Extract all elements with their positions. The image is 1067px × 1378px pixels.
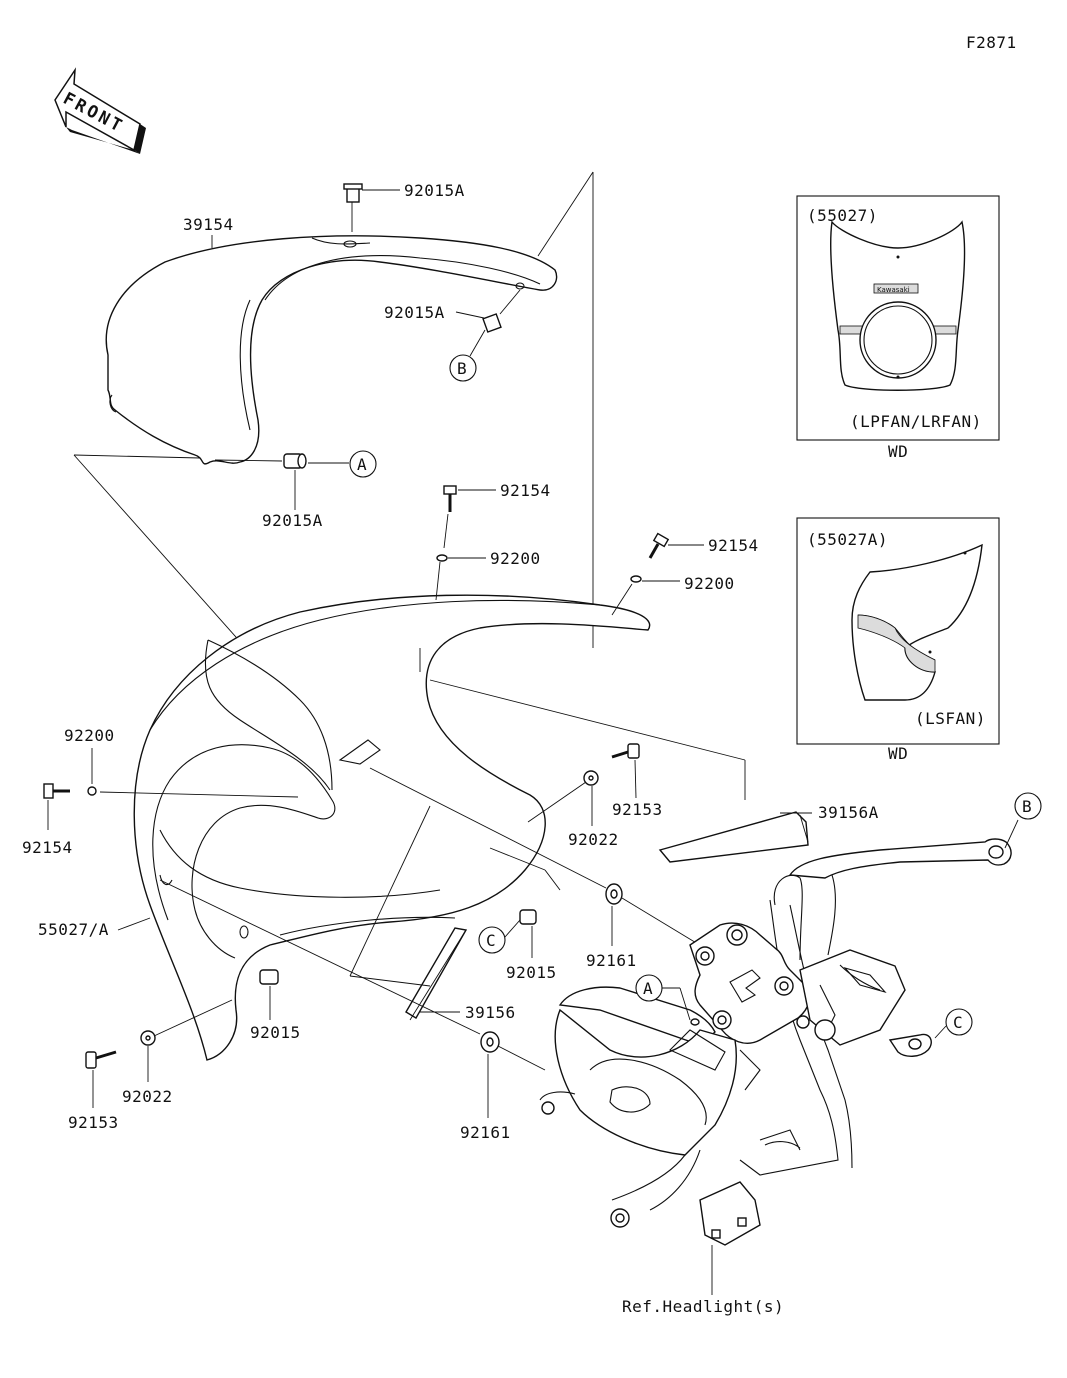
label-92015A-mid: 92015A xyxy=(384,303,445,322)
clip-92015A-bottom: A 92015A xyxy=(214,450,377,530)
label-92161-lower: 92161 xyxy=(460,1123,511,1142)
label-92153-right: 92153 xyxy=(612,800,663,819)
label-92015-left: 92015 xyxy=(250,1023,301,1042)
label-ref-headlight: Ref.Headlight(s) xyxy=(622,1297,784,1316)
front-arrow-icon: FRONT xyxy=(54,67,146,154)
kawasaki-badge xyxy=(873,283,919,294)
inset1-variant: (LPFAN/LRFAN) xyxy=(850,412,982,431)
pad-39156: 39156 xyxy=(349,805,516,1022)
inset2-variant: (LSFAN) xyxy=(915,709,986,728)
figure-id: F2871 xyxy=(966,33,1017,52)
label-92022-right: 92022 xyxy=(568,830,619,849)
inset1-market: WD xyxy=(888,442,908,461)
label-92161-upper: 92161 xyxy=(586,951,637,970)
label-92015A-top: 92015A xyxy=(404,181,465,200)
label-92154-left: 92154 xyxy=(22,838,73,857)
clip-92015-left: 92015 92022 92153 xyxy=(68,969,301,1132)
label-92200-right: 92200 xyxy=(684,574,735,593)
inset2-market: WD xyxy=(888,744,908,763)
svg-text:C: C xyxy=(486,931,496,950)
label-92153-left: 92153 xyxy=(68,1113,119,1132)
callout-c-right xyxy=(945,1008,973,1036)
bolt-92153-right: 92153 92022 xyxy=(527,743,663,849)
label-92015-c: 92015 xyxy=(506,963,557,982)
clip-92015-c: C 92015 xyxy=(478,909,557,982)
bolt-92154-top: 92154 92200 xyxy=(435,481,551,601)
label-92015A-bottom: 92015A xyxy=(262,511,323,530)
label-92154-top: 92154 xyxy=(500,481,551,500)
svg-text:B: B xyxy=(1022,797,1032,816)
bolt-92154-right: 92154 92200 xyxy=(611,532,759,616)
inset2-part-no: (55027A) xyxy=(807,530,888,549)
callout-a-top xyxy=(349,450,377,478)
svg-text:Kawasaki: Kawasaki xyxy=(877,286,910,294)
svg-text:B: B xyxy=(457,359,467,378)
svg-text:C: C xyxy=(953,1013,963,1032)
callout-b-top xyxy=(449,354,477,382)
label-39154: 39154 xyxy=(183,215,234,234)
inset-55027A: (55027A) (LSFAN) xyxy=(796,517,1000,745)
inset1-part-no: (55027) xyxy=(807,206,878,225)
label-39156: 39156 xyxy=(465,1003,516,1022)
label-92022-left: 92022 xyxy=(122,1087,173,1106)
label-55027A: 55027/A xyxy=(38,920,109,939)
callout-c-left xyxy=(478,926,506,954)
grommet-92161-lower: 92161 xyxy=(159,879,546,1142)
svg-text:A: A xyxy=(643,979,653,998)
grommet-92161-upper: 92161 xyxy=(369,767,699,970)
label-92200-top: 92200 xyxy=(490,549,541,568)
clip-92015A-top: 92015A xyxy=(343,181,465,232)
cowl-55027A xyxy=(133,594,651,1061)
headlight-bracket-assembly: B C A xyxy=(539,792,1042,1295)
inset-55027: (55027) Kawasaki (LPFAN/LRFAN) xyxy=(796,195,1000,441)
label-92154-right: 92154 xyxy=(708,536,759,555)
callout-b-right xyxy=(1014,792,1042,820)
pad-39156A: 39156A xyxy=(429,679,879,863)
clip-92015A-mid: 92015A B xyxy=(384,289,521,382)
bolt-92154-left: 92200 92154 xyxy=(22,726,299,857)
svg-text:A: A xyxy=(357,455,367,474)
windshield-39154 xyxy=(105,235,558,465)
label-39156A: 39156A xyxy=(818,803,879,822)
label-92200-left: 92200 xyxy=(64,726,115,745)
